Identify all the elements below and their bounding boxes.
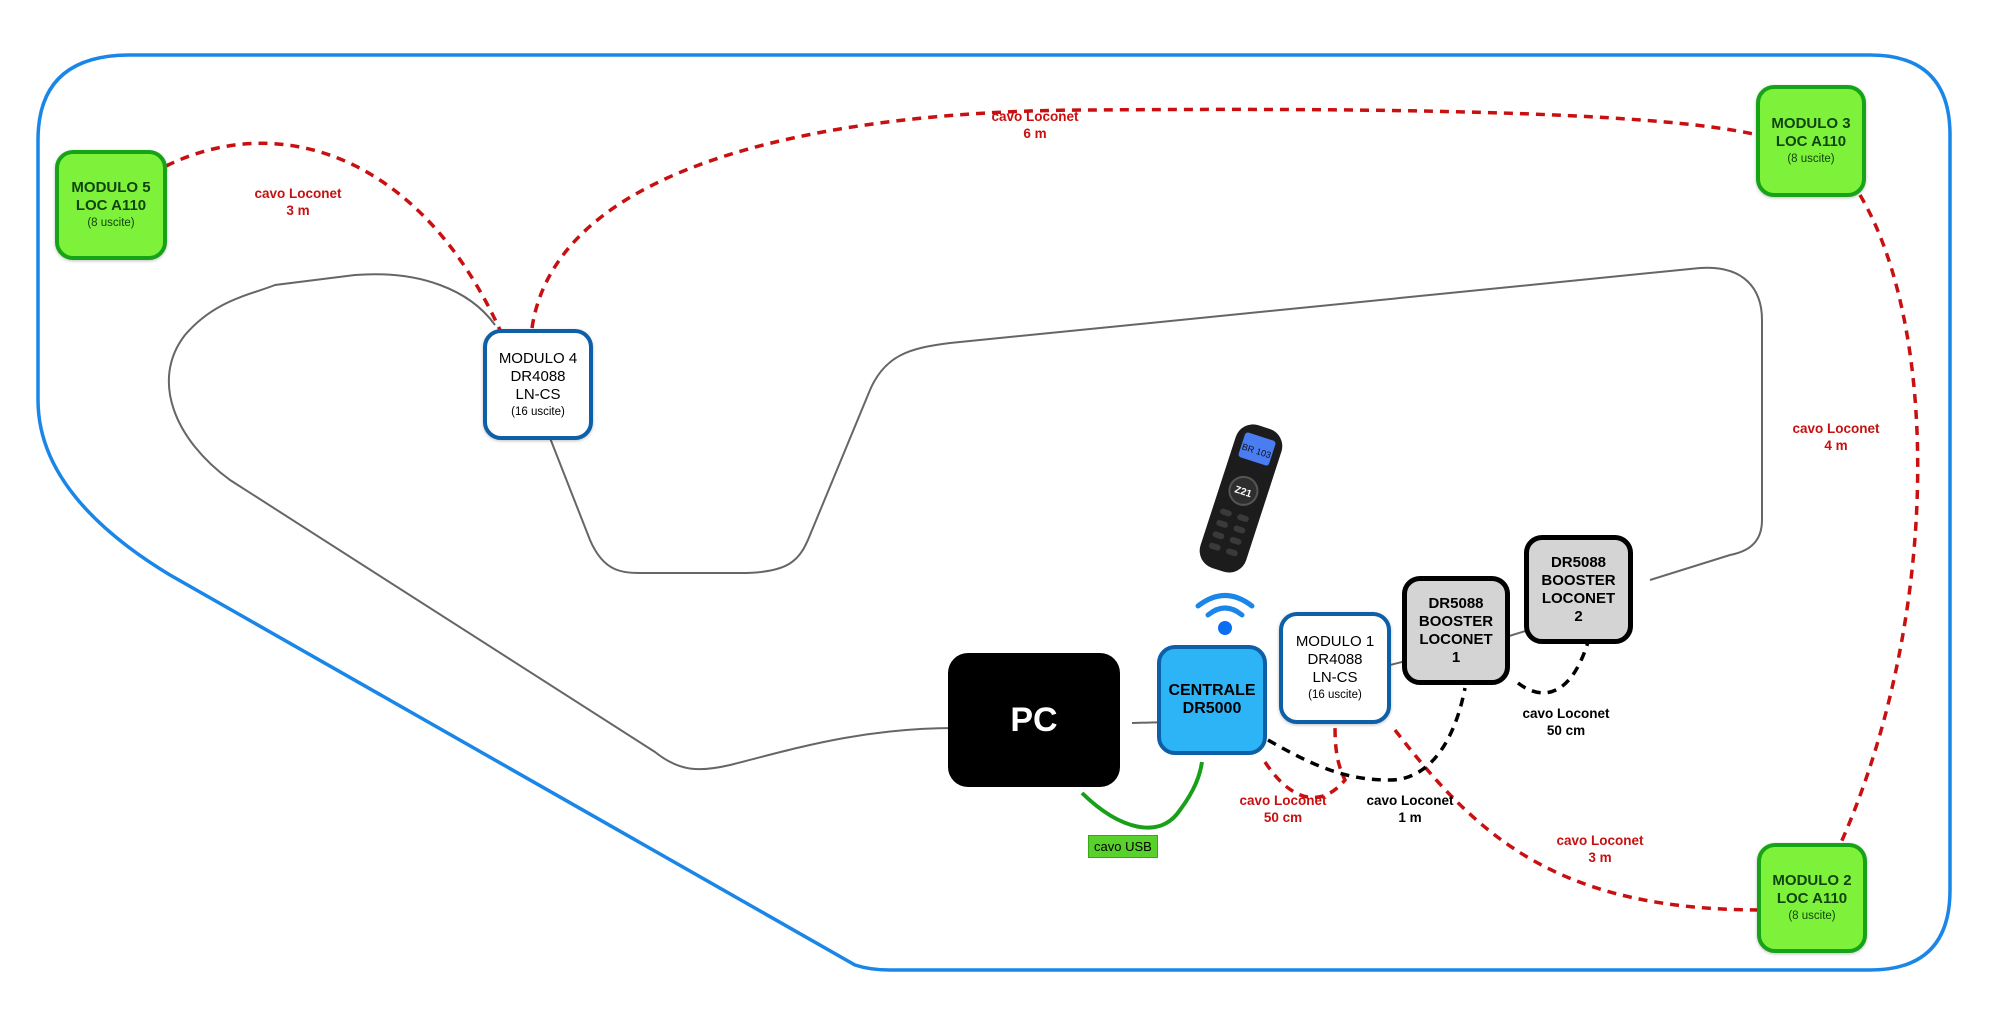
cable-label-centrale-b1: cavo Loconet 1 m (1366, 792, 1453, 826)
cable-m1-m2 (1393, 728, 1763, 912)
booster-2-line-4: 2 (1574, 607, 1583, 625)
cable-label-m5-m4-length: 3 m (286, 203, 310, 218)
central-line-1: CENTRALE (1168, 682, 1256, 699)
module-4-outputs: (16 uscite) (511, 405, 565, 418)
module-1-outputs: (16 uscite) (1308, 689, 1362, 701)
module-2-line-2: LOC A110 (1776, 890, 1848, 907)
handheld-brand-text: Z21 (1233, 484, 1253, 500)
room-outline (36, 53, 1952, 972)
cable-label-m1-m2-type: cavo Loconet (1556, 833, 1644, 848)
cable-label-centrale-m1: cavo Loconet 50 cm (1239, 792, 1326, 826)
cable-label-m3-m2-length: 4 m (1824, 438, 1848, 453)
cable-label-m3-m2-type: cavo Loconet (1792, 421, 1880, 436)
handheld-controller-icon: BR 103 Z21 (1199, 424, 1283, 573)
cable-centrale-b1 (1267, 687, 1467, 782)
booster-loconet-1: DR5088 BOOSTER LOCONET 1 (1402, 576, 1510, 685)
cable-label-m1-m2-length: 3 m (1588, 850, 1612, 865)
central-dr5000: CENTRALE DR5000 (1157, 645, 1267, 755)
module-4-line-3: LN-CS (515, 385, 561, 403)
booster-1-line-1: DR5088 (1428, 594, 1484, 612)
cable-label-m1-m2: cavo Loconet 3 m (1556, 832, 1643, 866)
cable-label-m3-m2: cavo Loconet 4 m (1792, 420, 1879, 454)
cable-label-centrale-b1-type: cavo Loconet (1366, 793, 1454, 808)
booster-2-line-3: LOCONET (1541, 589, 1616, 607)
cable-m3-m2 (1838, 194, 1920, 846)
module-4-dr4088: MODULO 4 DR4088 LN-CS (16 uscite) (483, 329, 593, 440)
cable-label-m4-m3-type: cavo Loconet (991, 109, 1079, 124)
cable-label-m4-m3-length: 6 m (1023, 126, 1047, 141)
cable-label-b1-b2: cavo Loconet 50 cm (1522, 705, 1609, 739)
module-1-dr4088: MODULO 1 DR4088 LN-CS (16 uscite) (1279, 612, 1391, 724)
cable-label-centrale-m1-length: 50 cm (1263, 810, 1303, 825)
cable-b1-b2 (1516, 641, 1590, 695)
module-3-line-1: MODULO 3 (1771, 115, 1851, 132)
booster-2-line-1: DR5088 (1550, 553, 1607, 571)
cable-label-centrale-m1-type: cavo Loconet (1239, 793, 1327, 808)
module-2-loc-a110: MODULO 2 LOC A110 (8 uscite) (1757, 843, 1867, 953)
module-4-line-2: DR4088 (510, 367, 566, 385)
module-3-loc-a110: MODULO 3 LOC A110 (8 uscite) (1756, 85, 1866, 197)
cable-label-m5-m4: cavo Loconet 3 m (254, 185, 341, 219)
cable-label-b1-b2-type: cavo Loconet (1522, 706, 1610, 721)
central-line-2: DR5000 (1182, 700, 1242, 717)
module-2-line-1: MODULO 2 (1772, 872, 1852, 889)
cable-usb (1080, 761, 1204, 830)
cable-label-m4-m3: cavo Loconet 6 m (991, 108, 1078, 142)
cable-label-m5-m4-type: cavo Loconet (254, 186, 342, 201)
wifi-icon (1195, 593, 1255, 635)
booster-loconet-2: DR5088 BOOSTER LOCONET 2 (1524, 535, 1633, 644)
module-2-outputs: (8 uscite) (1788, 910, 1836, 922)
module-1-line-2: DR4088 (1307, 651, 1363, 668)
pc-box: PC (948, 653, 1120, 787)
booster-2-line-2: BOOSTER (1541, 571, 1616, 589)
pc-label: PC (1010, 701, 1058, 739)
booster-1-line-4: 1 (1451, 648, 1461, 666)
module-5-line-1: MODULO 5 (71, 179, 151, 196)
cable-m5-m4 (165, 141, 502, 331)
booster-1-line-3: LOCONET (1419, 630, 1493, 648)
module-3-line-2: LOC A110 (1775, 133, 1847, 150)
cable-m4-m3 (530, 107, 1759, 329)
module-4-line-1: MODULO 4 (498, 349, 578, 367)
cable-label-b1-b2-length: 50 cm (1546, 723, 1586, 738)
cable-centrale-m1 (1263, 721, 1348, 800)
module-5-line-2: LOC A110 (75, 197, 147, 214)
booster-1-line-2: BOOSTER (1418, 612, 1494, 630)
module-3-outputs: (8 uscite) (1787, 153, 1835, 165)
usb-cable-label: cavo USB (1088, 835, 1158, 858)
module-1-line-3: LN-CS (1312, 669, 1358, 686)
module-1-line-1: MODULO 1 (1295, 633, 1375, 650)
module-5-outputs: (8 uscite) (87, 217, 135, 229)
module-5-loc-a110: MODULO 5 LOC A110 (8 uscite) (55, 150, 167, 260)
cable-label-centrale-b1-length: 1 m (1398, 810, 1422, 825)
